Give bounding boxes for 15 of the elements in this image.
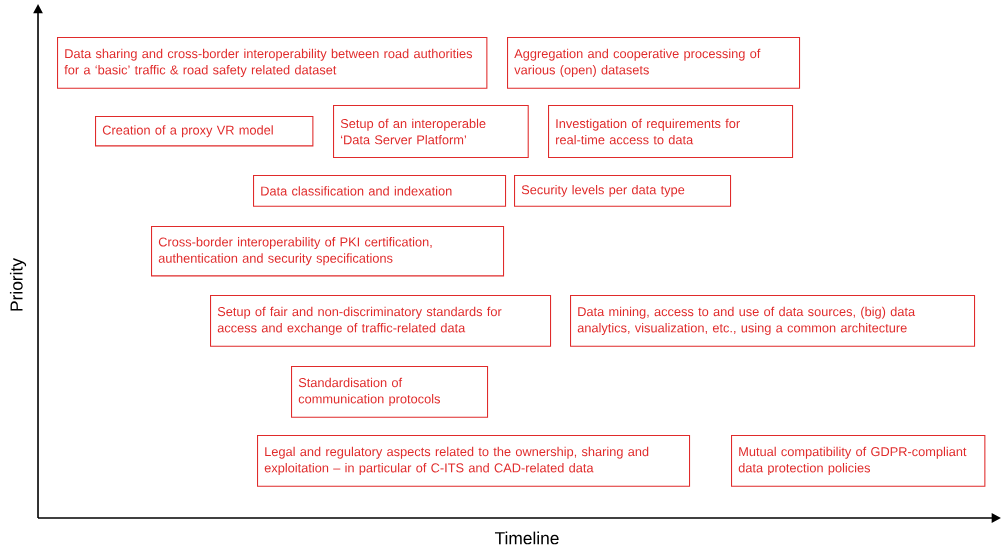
text-box: Data classification and indexation [253, 175, 507, 207]
text-box: Standardisation of communication protocols [291, 366, 489, 418]
text-box: Creation of a proxy VR model [95, 116, 314, 147]
axis-label: Priority [9, 258, 27, 311]
text-box: Legal and regulatory aspects related to the ownership, sharing and exploitation – in particular of C-ITS and CAD-related data [257, 435, 691, 487]
text-box: Mutual compatibility of GDPR-compliant data protection policies [731, 435, 986, 487]
text-box: Security levels per data type [514, 175, 732, 207]
text-box: Setup of fair and non-discriminatory standards for access and exchange of traffic-related data [210, 295, 552, 347]
text-box: Data mining, access to and use of data sources, (big) data analytics, visualization, etc., using a common architecture [570, 295, 976, 347]
text-box: Data sharing and cross-border interoperability between road authorities for a ‘basic’ traffic & road safety related dataset [57, 37, 488, 89]
text-box: Cross-border interoperability of PKI certification, authentication and security specifications [151, 226, 505, 277]
text-box: Aggregation and cooperative processing of various (open) datasets [507, 37, 801, 89]
axis-label: Timeline [495, 531, 559, 545]
text-box: Investigation of requirements for real-time access to data [548, 105, 794, 159]
text-box: Setup of an interoperable ‘Data Server Platform’ [333, 105, 529, 159]
